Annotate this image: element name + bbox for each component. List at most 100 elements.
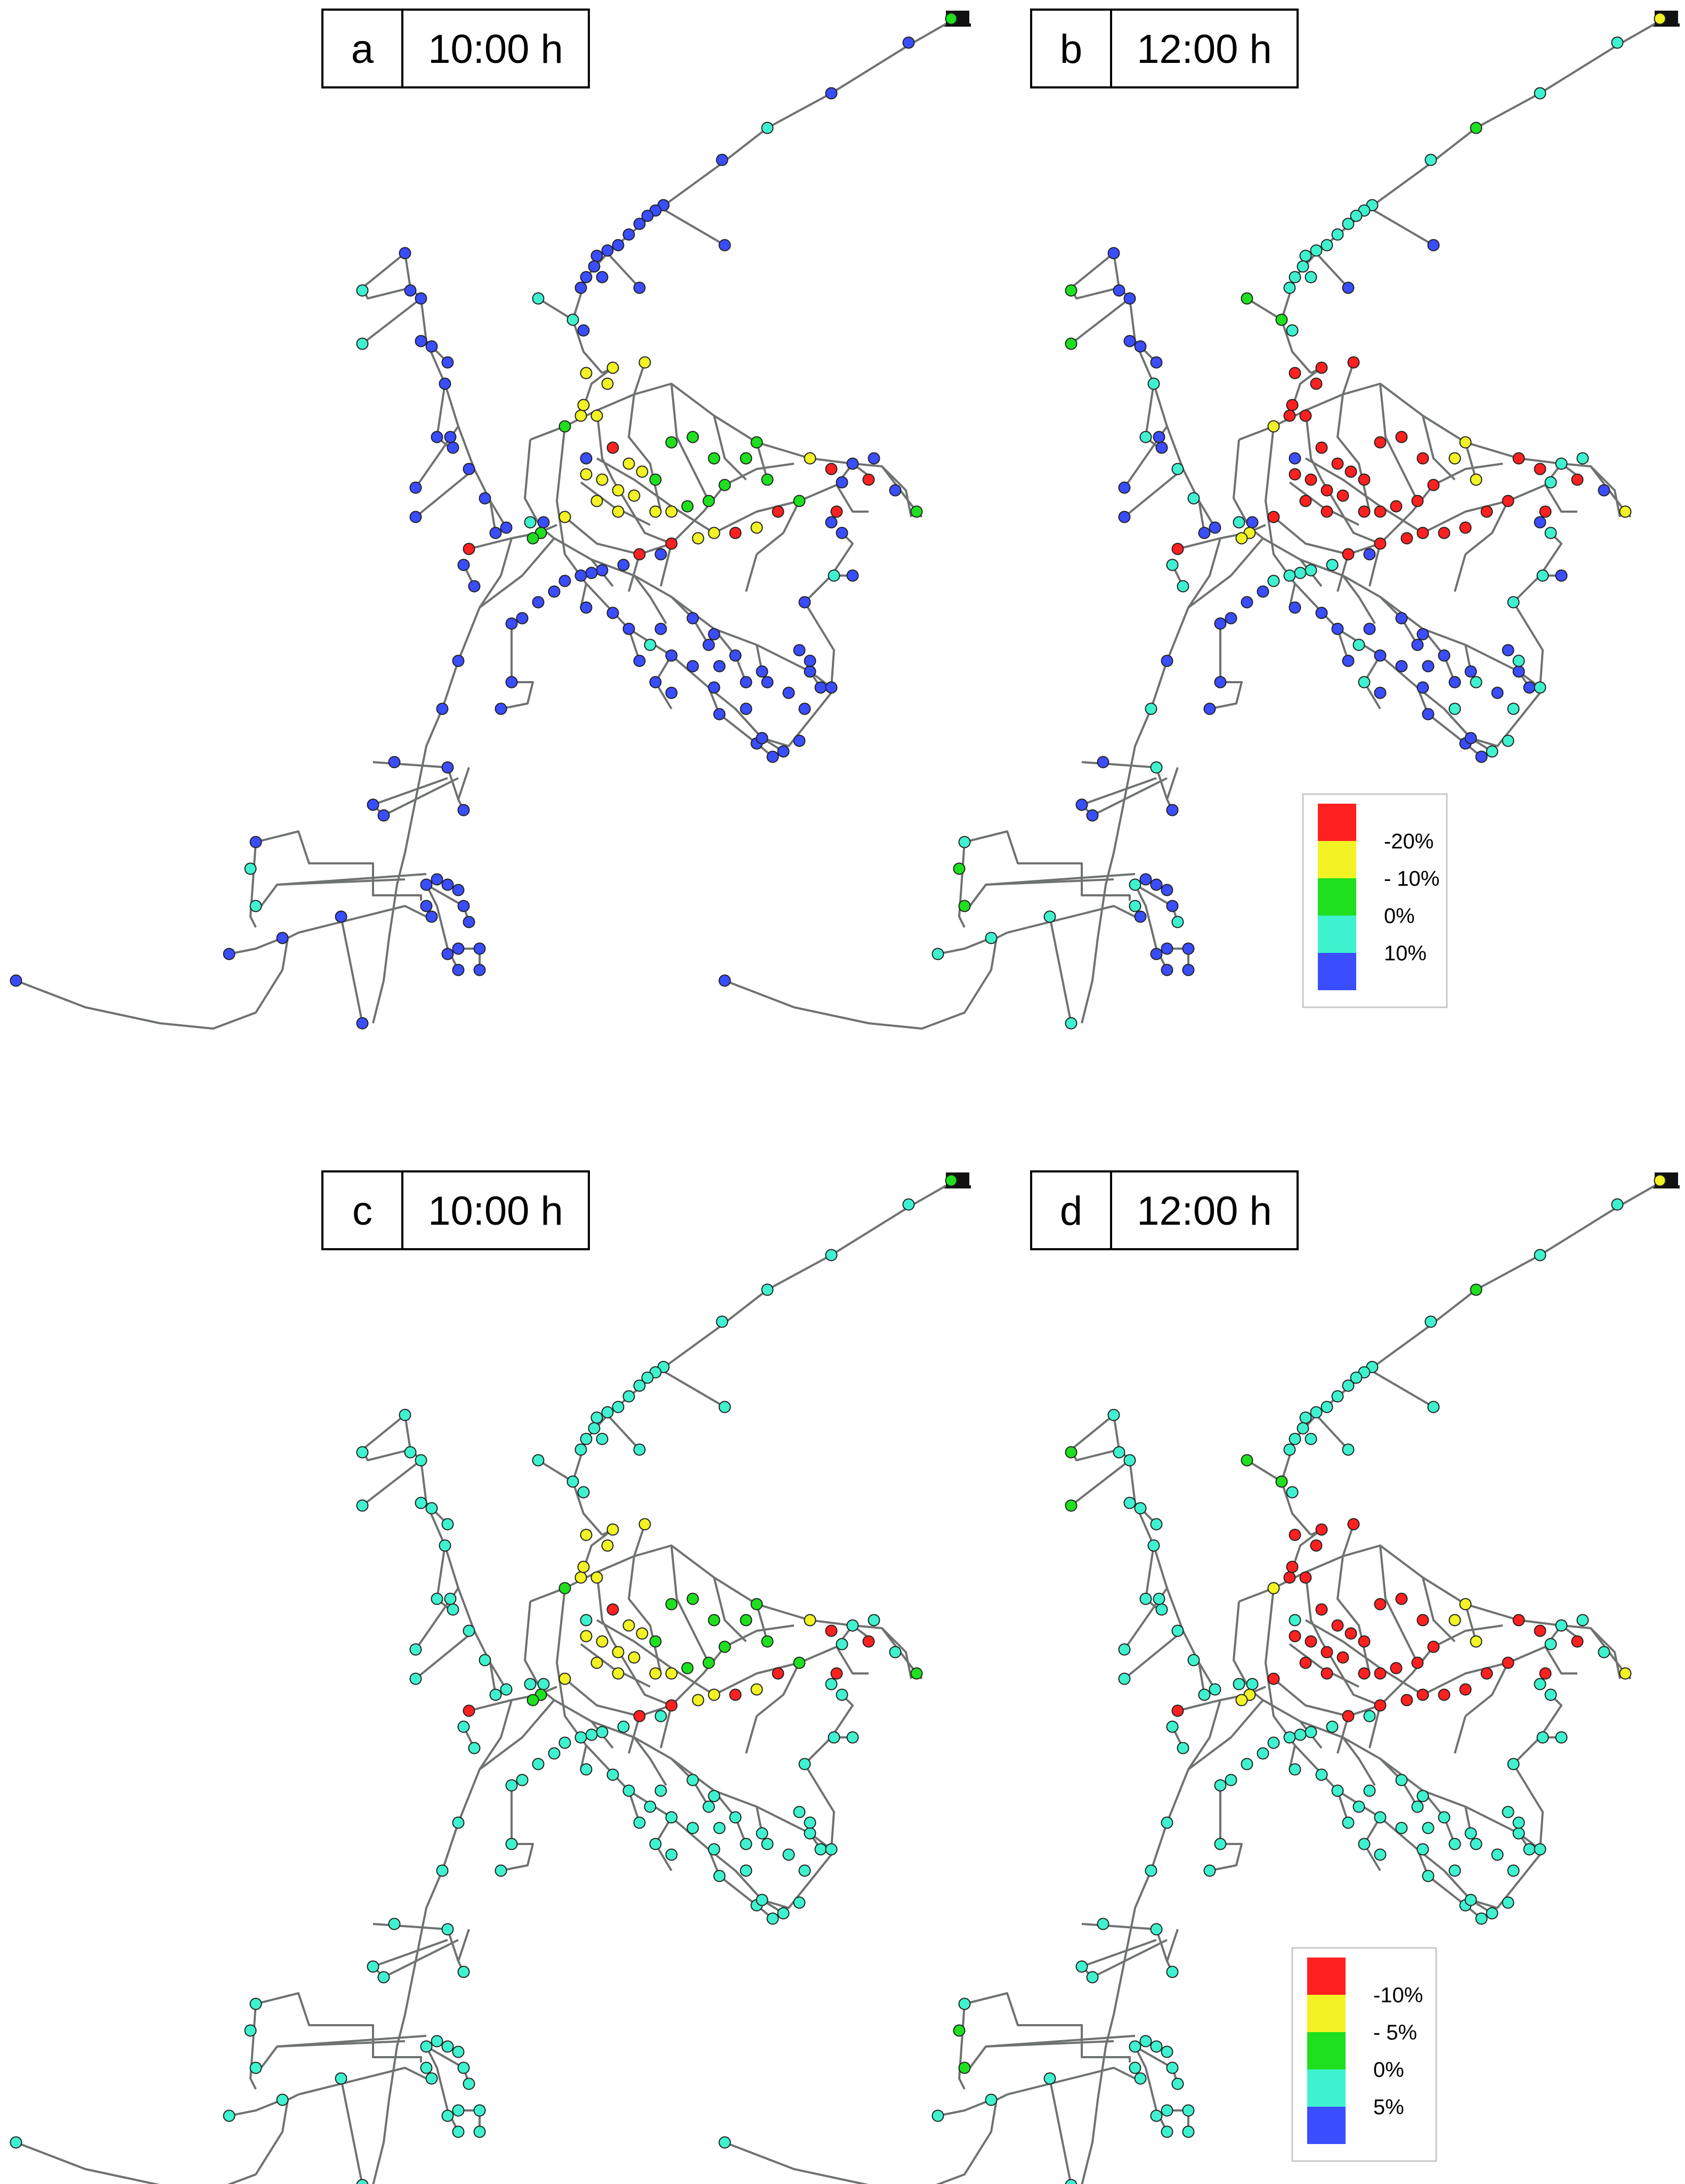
pipe-segment [1246, 297, 1283, 321]
junction-node [836, 1638, 848, 1651]
pipe-segment [1049, 2078, 1072, 2184]
junction-node [479, 492, 491, 505]
junction-node [1203, 702, 1216, 715]
pipe-segment [255, 1992, 422, 2062]
junction-node [1470, 1838, 1483, 1850]
junction-node [702, 1656, 715, 1669]
junction-node [558, 1736, 571, 1749]
junction-node [756, 1894, 768, 1906]
junction-node [1299, 409, 1312, 422]
pipe-segment [255, 830, 422, 901]
junction-node [825, 1843, 838, 1856]
pipe-segment [1464, 442, 1477, 480]
junction-node [1161, 964, 1173, 976]
junction-node [628, 489, 641, 502]
junction-node [1507, 702, 1520, 715]
junction-node [665, 1598, 678, 1611]
pipe-segment [580, 481, 651, 526]
panel-time: 12:00 h [1137, 1188, 1272, 1234]
junction-node [1065, 1499, 1078, 1512]
pipe-segment [756, 1662, 800, 1717]
junction-node [1539, 505, 1552, 518]
junction-node [447, 441, 459, 454]
pipe-segment [985, 2035, 1136, 2048]
junction-node [463, 543, 475, 555]
junction-node [830, 1667, 843, 1680]
junction-node [708, 1843, 720, 1856]
pipe-segment [1454, 554, 1467, 592]
junction-node [1507, 1758, 1520, 1770]
junction-node [1331, 1784, 1344, 1797]
pipe-segment [660, 543, 673, 587]
junction-node [1512, 1827, 1525, 1840]
pipe-segment [361, 1459, 422, 1507]
junction-node [468, 580, 481, 593]
pipe-segment [713, 1577, 747, 1643]
junction-node [473, 2104, 486, 2117]
junction-node [825, 1678, 838, 1690]
junction-node [1209, 1683, 1221, 1696]
junction-node [1598, 484, 1610, 497]
junction-node [439, 1539, 451, 1552]
pipe-segment [1134, 884, 1168, 970]
pipe-segment [756, 442, 768, 480]
panel-letter: b [1060, 27, 1082, 72]
junction-node [1363, 622, 1376, 635]
junction-node [1523, 681, 1536, 694]
junction-node [473, 964, 486, 976]
junction-node [420, 900, 433, 912]
junction-node [716, 1315, 728, 1328]
junction-node [249, 1997, 262, 2010]
junction-node [1305, 564, 1317, 577]
junction-node [910, 1667, 923, 1680]
pipe-segment [1070, 252, 1120, 300]
junction-node [1342, 548, 1355, 561]
pipe-segment [1081, 1699, 1264, 2184]
junction-node [1150, 1923, 1163, 1936]
legend-swatch-yellow [1318, 841, 1356, 878]
junction-node [1118, 511, 1131, 523]
junction-node [665, 1667, 678, 1680]
junction-node [1321, 1646, 1333, 1659]
junction-node [1286, 1560, 1299, 1573]
pipe-segment [1289, 481, 1359, 526]
junction-node [606, 1523, 619, 1536]
pipe-segment [633, 575, 667, 625]
junction-node [825, 516, 838, 529]
junction-node [708, 452, 720, 465]
junction-node [740, 676, 752, 689]
junction-node [1358, 473, 1371, 486]
junction-node [1315, 441, 1328, 454]
junction-node [804, 1614, 816, 1627]
junction-node [1611, 36, 1624, 49]
junction-node [1464, 1894, 1477, 1906]
junction-node [804, 452, 816, 465]
junction-node [1289, 271, 1301, 284]
junction-node [1139, 2035, 1152, 2048]
junction-node [1139, 873, 1152, 886]
junction-node [793, 644, 806, 657]
junction-node [825, 1624, 838, 1637]
junction-node [10, 2136, 22, 2149]
pipe-segment [836, 484, 869, 513]
junction-node [750, 521, 763, 534]
junction-node [367, 1960, 379, 1973]
junction-node [958, 836, 971, 848]
junction-node [1161, 1816, 1173, 1829]
junction-node [1350, 209, 1363, 222]
junction-node [1422, 1822, 1435, 1834]
junction-node [1233, 516, 1245, 529]
junction-node [1344, 465, 1357, 478]
pipe-segment [1342, 1736, 1376, 1786]
pipe-segment [1281, 1481, 1312, 1536]
junction-node [1395, 1774, 1408, 1786]
pipe-segment [564, 516, 672, 555]
junction-node [1267, 1672, 1280, 1685]
junction-node [1113, 1446, 1125, 1459]
junction-node [1374, 649, 1387, 662]
junction-node [425, 1502, 438, 1515]
pipe-segment [572, 1481, 603, 1536]
junction-node [1534, 1678, 1546, 1690]
junction-node [1448, 702, 1461, 715]
